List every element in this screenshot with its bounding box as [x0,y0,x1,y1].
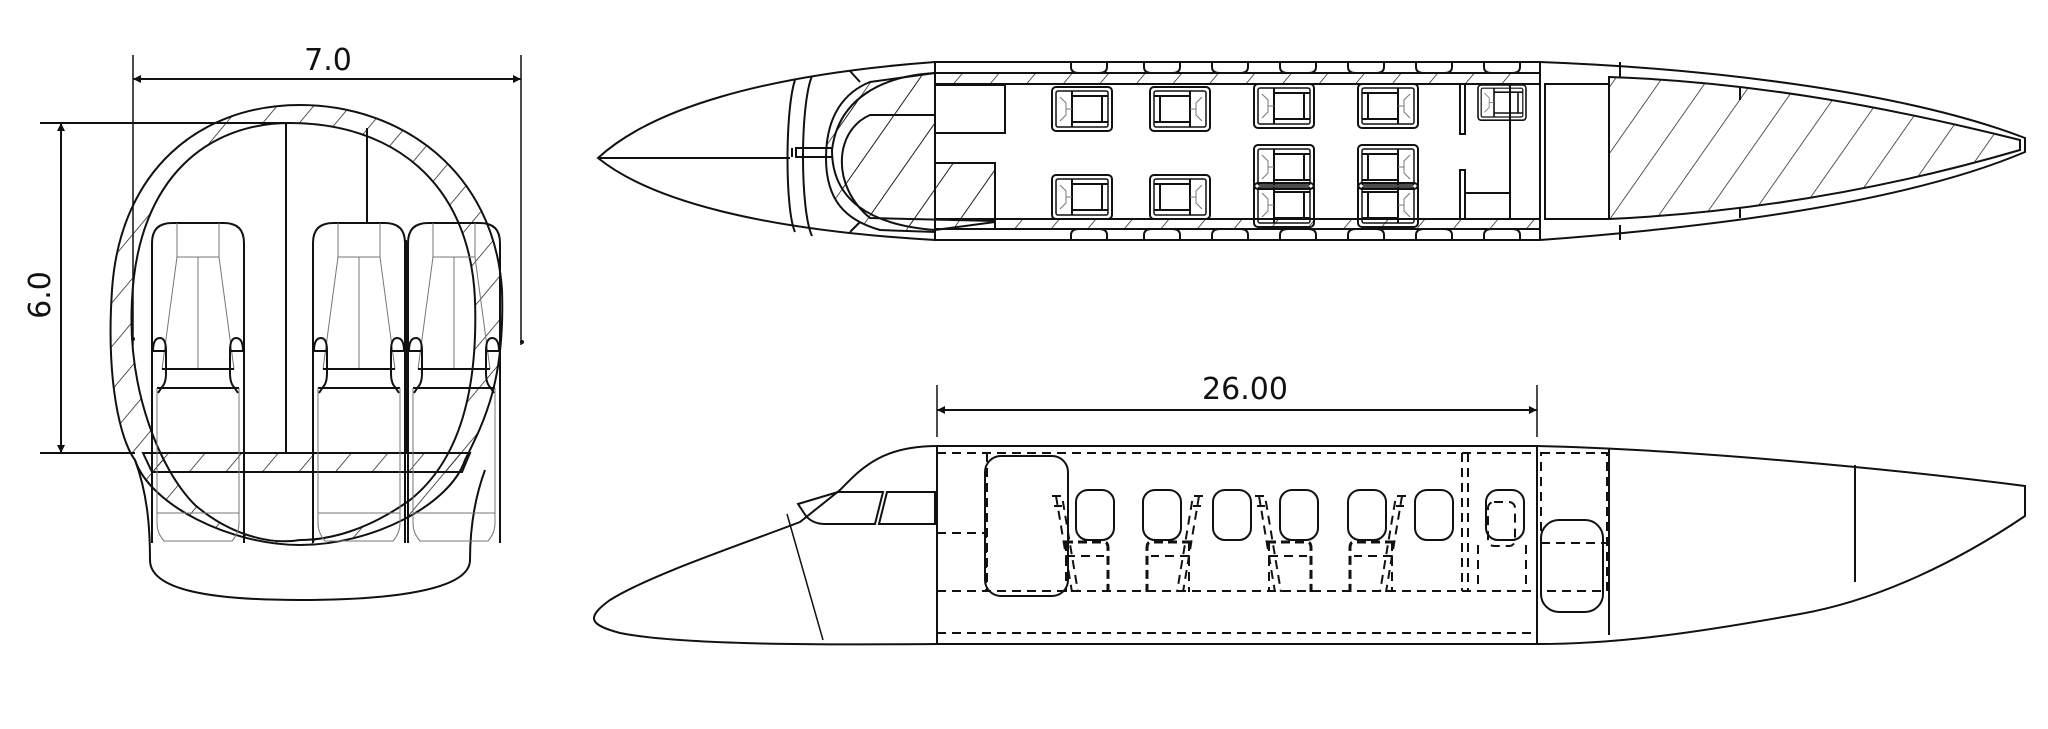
fuselage-top-outline [596,61,2026,241]
rear-cabinet-side [1540,452,1608,592]
cabin-window [1142,489,1182,541]
rear-door [1540,519,1604,613]
width-dimension-label: 7.0 [304,43,352,78]
seat [1253,83,1315,129]
seat [1051,174,1113,220]
side-seat [1348,494,1408,594]
nose-outline [593,445,938,646]
height-dimension-label: 6.0 [23,271,58,319]
tail-outline [1536,445,2026,645]
cabin-window [1414,489,1454,541]
fuselage-outer-shell [109,103,504,547]
divider [1459,169,1466,220]
seat [1149,174,1211,220]
seat [1357,83,1419,129]
tail-cone [1608,75,2021,221]
cabin-window [1279,489,1319,541]
length-dimension-label: 26.00 [1202,372,1288,407]
cockpit-window [796,491,885,525]
side-seat [1253,494,1313,594]
seat-rear [1477,84,1527,122]
cockpit-window [877,491,936,525]
galley-box [934,84,1006,134]
seat [1051,86,1113,132]
divider [1459,83,1466,135]
cabin-window [1075,489,1115,541]
top-plan-view [596,61,2026,241]
rear-cabinet [1544,83,1610,220]
cabin-window [1347,489,1387,541]
side-elevation-view: 26.00 [593,372,2026,646]
side-seat [1050,494,1110,594]
top-windows-upper [1070,62,1521,74]
top-windows-lower [1070,228,1521,240]
cabin-window [1212,489,1252,541]
cabin-door [984,455,1069,597]
cross-section-view: 7.0 6.0 [23,43,524,602]
cabin-window [1485,489,1525,541]
seat [1149,86,1211,132]
lower-fairing [134,459,486,602]
cabin-floor [141,452,472,473]
side-seat [1145,494,1205,594]
seat-center [312,222,406,544]
